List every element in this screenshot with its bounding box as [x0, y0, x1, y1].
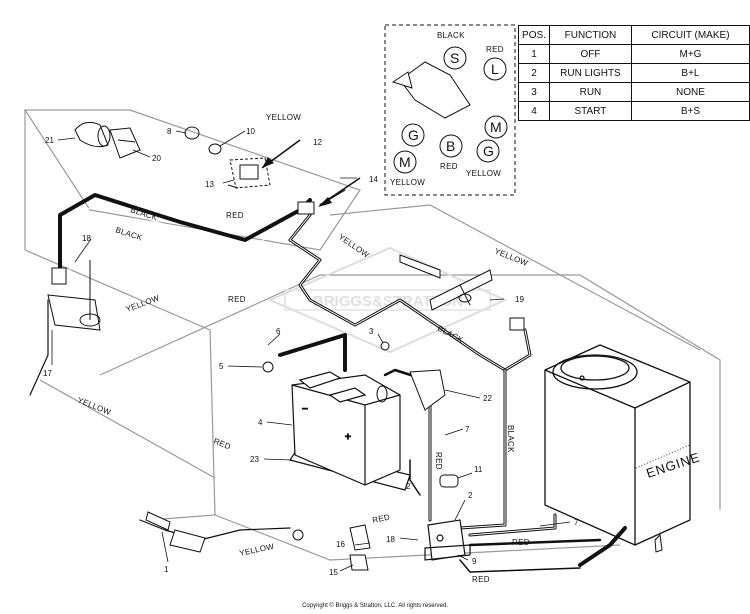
wire-label-black-mid: BLACK [436, 324, 465, 345]
svg-text:−: − [302, 404, 308, 415]
misc-parts [145, 341, 663, 571]
part-1: 1 [164, 565, 169, 574]
switch-position-table: POS. FUNCTION CIRCUIT (MAKE) 1 OFF M+G 2… [518, 25, 750, 121]
arrowhead-12 [262, 157, 274, 168]
header-pos: POS. [518, 25, 550, 45]
connector-14 [297, 177, 361, 215]
header-function: FUNCTION [548, 25, 632, 45]
part-18b: 18 [386, 535, 395, 544]
switch-wire-red-top: RED [486, 45, 504, 54]
cell-circuit: B+L [630, 63, 750, 83]
svg-text:+: + [345, 432, 351, 443]
wire-label-red-vert: RED [434, 452, 443, 470]
part-19: 19 [515, 295, 524, 304]
wire-label-yellow-left-mid: YELLOW [125, 293, 161, 314]
terminal-g1: G [408, 127, 419, 143]
table-row: 1 OFF M+G [518, 44, 750, 64]
part-2a: 2 [406, 482, 411, 491]
cell-circuit: M+G [630, 44, 750, 64]
part-11: 11 [474, 465, 483, 474]
cell-pos: 2 [518, 63, 550, 83]
wire-label-yellow-diag: YELLOW [337, 232, 371, 260]
switch-body [391, 61, 471, 119]
wire-label-yellow-left-low: YELLOW [76, 396, 112, 418]
part-6: 6 [276, 327, 281, 336]
part-21: 21 [45, 136, 54, 145]
header-circuit: CIRCUIT (MAKE) [630, 25, 750, 45]
cell-function: OFF [548, 44, 632, 64]
part-8: 8 [167, 127, 172, 136]
engine-block [544, 344, 691, 546]
switch-wire-black: BLACK [437, 31, 465, 40]
switch-pinout-box [384, 24, 516, 196]
terminal-m2: M [399, 154, 411, 170]
cell-pos: 1 [518, 44, 550, 64]
wire-label-black-vert: BLACK [506, 425, 515, 453]
part-7a: 7 [465, 425, 470, 434]
part-3: 3 [369, 327, 374, 336]
wire-label-yellow-bottom: YELLOW [239, 542, 275, 558]
switch-wire-yellow-right: YELLOW [466, 169, 501, 178]
part-14: 14 [369, 175, 378, 184]
leader-lines [51, 130, 571, 572]
cell-pos: 3 [518, 82, 550, 102]
bracket-19 [399, 254, 525, 331]
part-7b: 7 [574, 518, 579, 527]
headlight-assembly [74, 121, 141, 159]
wire-label-red-mid: RED [228, 295, 246, 304]
part-9: 9 [472, 557, 477, 566]
switch-wire-red-bottom: RED [440, 162, 458, 171]
part-5: 5 [219, 362, 224, 371]
cell-circuit: B+S [630, 101, 750, 121]
cell-function: RUN [548, 82, 632, 102]
cell-circuit: NONE [630, 82, 750, 102]
part-18a: 18 [82, 234, 91, 243]
ignition-switch-small [184, 126, 271, 189]
wire-label-red-low: RED [212, 437, 232, 452]
part-4: 4 [258, 418, 263, 427]
part-13: 13 [205, 180, 214, 189]
part-23: 23 [250, 455, 259, 464]
terminal-s: S [450, 50, 459, 66]
wire-label-red-top: RED [226, 211, 244, 220]
part-15: 15 [329, 568, 338, 577]
table-row: 4 START B+S [518, 101, 750, 121]
switch-terminals [393, 46, 508, 174]
arrowhead-14 [318, 197, 332, 207]
solenoid-9 [424, 519, 471, 561]
part-20: 20 [152, 154, 161, 163]
wire-label-red-near-solenoid: RED [372, 512, 391, 525]
wire-label-yellow-right: YELLOW [493, 247, 529, 269]
part-16: 16 [336, 540, 345, 549]
terminal-m1: M [490, 119, 502, 135]
watermark-text: BRIGGS&STRATTON [313, 293, 463, 310]
wire-label-red-bottom: RED [472, 575, 490, 584]
terminal-g2: G [483, 143, 494, 159]
table-row: 3 RUN NONE [518, 82, 750, 102]
battery-23: + − [289, 371, 411, 491]
table-row: 2 RUN LIGHTS B+L [518, 63, 750, 83]
wire-label-red-right: RED [512, 538, 530, 547]
part-numbers: 21 20 8 10 12 13 14 18 17 19 6 3 5 4 23 … [43, 127, 579, 577]
wire-label-yellow-top: YELLOW [266, 113, 301, 122]
part-12: 12 [313, 138, 322, 147]
terminal-l: L [491, 61, 499, 77]
switch-wire-yellow-left: YELLOW [390, 178, 425, 187]
copyright-notice: Copyright © Briggs & Stratton, LLC. All … [302, 603, 448, 609]
seat-switch-17 [47, 260, 101, 331]
terminal-b: B [446, 138, 455, 154]
part-22: 22 [483, 394, 492, 403]
part-17: 17 [43, 369, 52, 378]
table-header-row: POS. FUNCTION CIRCUIT (MAKE) [518, 25, 750, 45]
wire-label-black-2: BLACK [114, 225, 144, 242]
cell-function: RUN LIGHTS [548, 63, 632, 83]
cell-pos: 4 [518, 101, 550, 121]
cell-function: START [548, 101, 632, 121]
part-10: 10 [246, 127, 255, 136]
part-2b: 2 [468, 491, 473, 500]
